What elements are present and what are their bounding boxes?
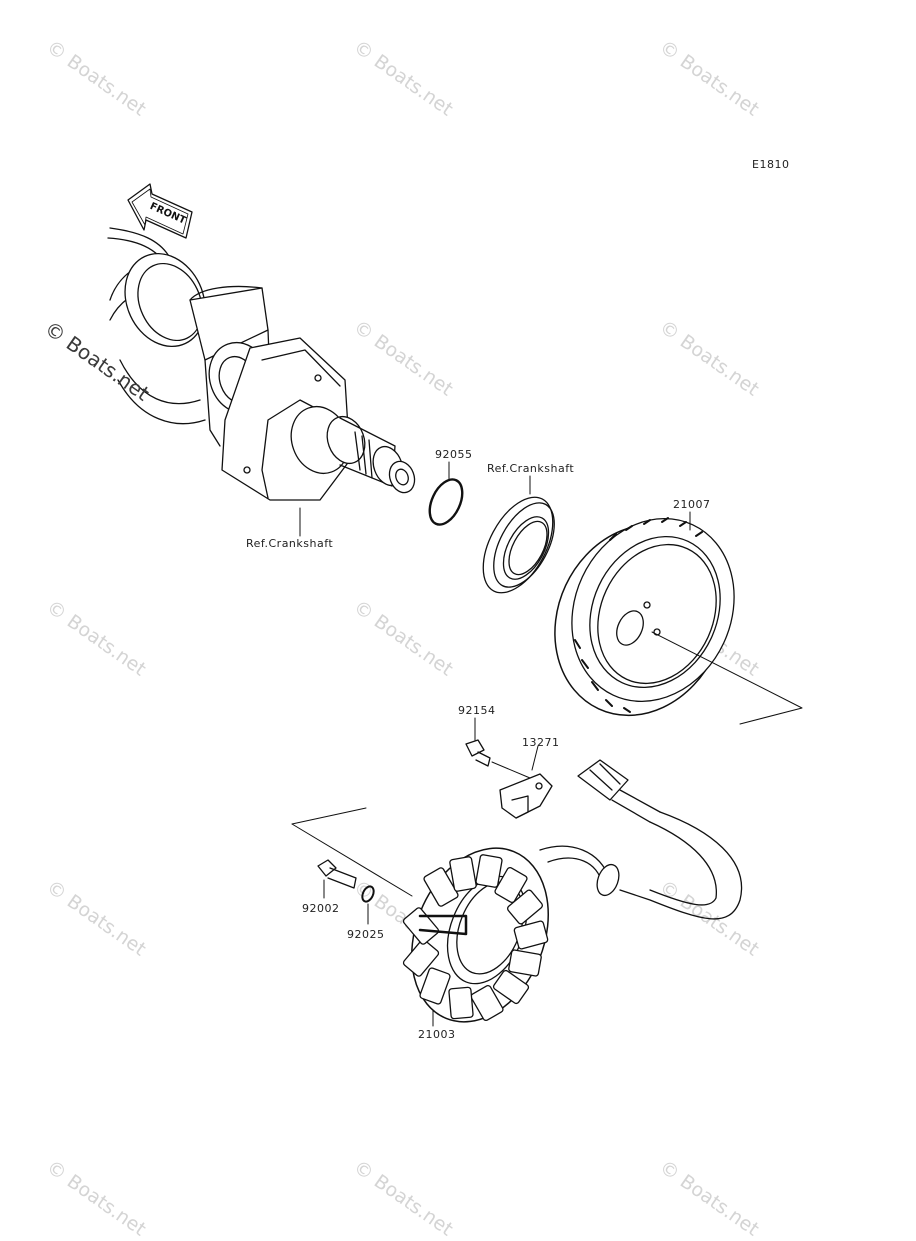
label-21003[interactable]: 21003 (418, 1028, 456, 1041)
crankshaft-drawing (107, 227, 416, 537)
diagram-code: E1810 (752, 158, 790, 171)
washer-drawing (361, 885, 375, 925)
label-oil-seal-ref: Ref.Crankshaft (487, 462, 575, 475)
label-92002[interactable]: 92002 (302, 902, 340, 915)
o-ring-drawing (428, 461, 464, 526)
exploded-view-drawing: FRONT (107, 183, 803, 1027)
stator-drawing (402, 847, 549, 1027)
plate-drawing (499, 745, 553, 819)
label-92154[interactable]: 92154 (458, 704, 496, 717)
label-92025[interactable]: 92025 (347, 928, 385, 941)
front-arrow-icon: FRONT (127, 183, 193, 239)
rotor-drawing (554, 511, 803, 725)
rotor-bolt-drawing (465, 717, 531, 779)
label-crankshaft-ref: Ref.Crankshaft (246, 537, 334, 550)
label-21007[interactable]: 21007 (673, 498, 711, 511)
oil-seal-drawing (482, 475, 555, 594)
label-92055[interactable]: 92055 (435, 448, 473, 461)
label-13271[interactable]: 13271 (522, 736, 560, 749)
parts-diagram: © Boats.net © Boats.net © Boats.net © Bo… (40, 36, 803, 1241)
wire-harness-drawing (291, 759, 743, 920)
stator-bolt-drawing (317, 859, 357, 899)
